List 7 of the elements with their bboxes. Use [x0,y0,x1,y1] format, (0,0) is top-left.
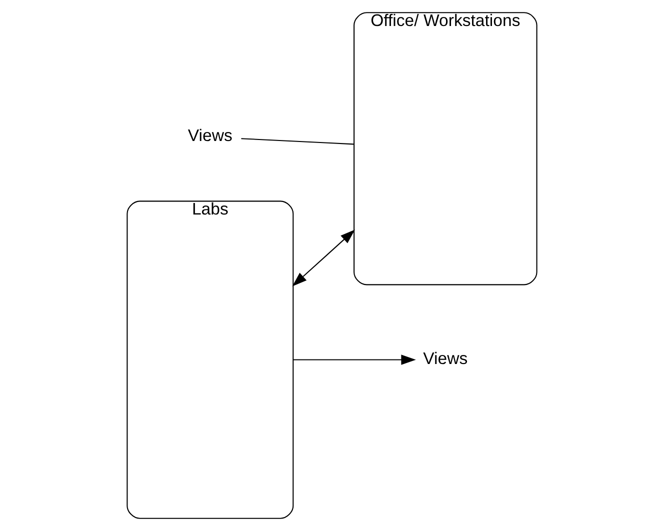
node-text: Views [422,348,468,368]
node-box: Office/ Workstations [353,12,537,286]
arrow [292,230,354,286]
node-box: Labs [126,200,294,519]
arrow [292,354,416,365]
connector [240,138,354,145]
node-text: Views [187,126,232,146]
